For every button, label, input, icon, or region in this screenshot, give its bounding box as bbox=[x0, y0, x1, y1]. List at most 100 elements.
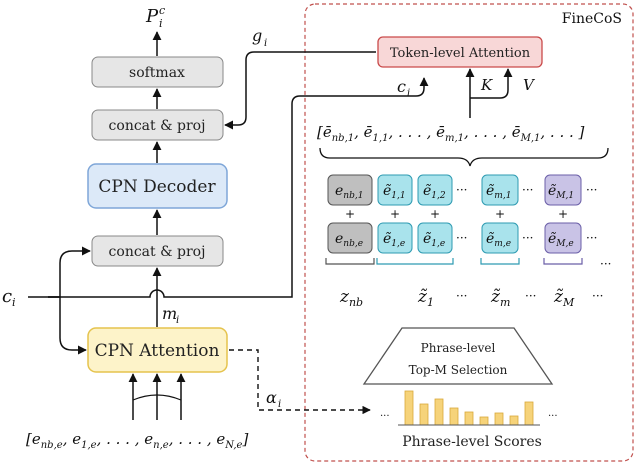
tok-1e-box bbox=[377, 222, 413, 254]
score-bar-2 bbox=[419, 403, 429, 426]
score-bar-1 bbox=[404, 390, 414, 426]
score-bar-7 bbox=[494, 412, 504, 426]
score-bars bbox=[404, 390, 534, 426]
alpha-dashed-line bbox=[229, 349, 371, 415]
attention-box bbox=[87, 327, 228, 373]
gi-line bbox=[224, 51, 376, 130]
token-attention-label: Token-level Attention bbox=[390, 46, 531, 61]
tok-me-label: ẽm,e bbox=[486, 231, 511, 249]
gi-label: g bbox=[252, 26, 262, 45]
plus-1: + bbox=[345, 207, 355, 221]
seq-brace bbox=[319, 147, 609, 167]
dots-bars-right: ... bbox=[548, 408, 558, 419]
z1-label: z̃1 bbox=[417, 287, 434, 309]
zm-label: z̃m bbox=[490, 287, 510, 309]
tok-Me-label: ẽM,e bbox=[548, 231, 574, 249]
finecos-frame bbox=[304, 3, 634, 462]
concat-bottom-box bbox=[91, 235, 224, 267]
tok-nbe-box bbox=[327, 222, 373, 254]
tok-12-box bbox=[417, 174, 453, 206]
tok-Me-box bbox=[544, 222, 582, 254]
V-label: V bbox=[523, 76, 536, 94]
z-nb-label: znb bbox=[339, 287, 363, 309]
concat-bottom-label: concat & proj bbox=[109, 244, 206, 260]
score-bar-4 bbox=[449, 407, 459, 426]
score-bar-6 bbox=[479, 416, 489, 426]
tok-11-label: ẽ1,1 bbox=[383, 183, 406, 201]
tok-m1-label: ẽm,1 bbox=[486, 183, 511, 201]
attention-label: CPN Attention bbox=[95, 341, 220, 361]
tok-11-box bbox=[377, 174, 413, 206]
arrow-V bbox=[470, 68, 513, 99]
zM-label: z̃M bbox=[553, 287, 575, 309]
dots-z-c: ··· bbox=[592, 289, 603, 303]
ci-left-label: c bbox=[2, 286, 12, 307]
bracket-m bbox=[480, 258, 520, 265]
dots-bars-left: ... bbox=[380, 408, 390, 419]
mi-sub: i bbox=[176, 315, 179, 326]
input-seq: [enb,e, e1,e, . . . , en,e, . . . , eN,e… bbox=[26, 430, 248, 451]
token-row-2: enb,e ẽ1,e ẽ1,e ··· ẽm,e ··· ẽM,e ··· bbox=[327, 222, 597, 254]
concat-top-label: concat & proj bbox=[109, 118, 206, 134]
topm-line2: Top-M Selection bbox=[409, 363, 508, 377]
ci-branch-attention bbox=[48, 296, 87, 355]
mi-label: m bbox=[162, 304, 177, 323]
dots-z-a: ··· bbox=[456, 289, 467, 303]
tok-m1-box bbox=[481, 174, 519, 206]
dots-r2b: ··· bbox=[522, 231, 533, 245]
tok-nb1-label: enb,1 bbox=[335, 183, 363, 201]
tok-1e-label: ẽ1,e bbox=[383, 231, 405, 249]
tok-nbe-label: enb,e bbox=[335, 231, 363, 249]
tok-nb1-box bbox=[327, 174, 373, 206]
plus-2: + bbox=[390, 207, 400, 221]
dots-r2a: ··· bbox=[456, 231, 467, 245]
score-bar-9 bbox=[524, 401, 534, 426]
plus-5: + bbox=[558, 207, 568, 221]
dots-r1b: ··· bbox=[522, 183, 533, 197]
ci-right-label: c bbox=[397, 77, 406, 96]
softmax-label: softmax bbox=[129, 65, 185, 81]
alpha-sub: i bbox=[278, 399, 281, 410]
dots-r1c: ··· bbox=[586, 183, 597, 197]
bracket-1 bbox=[376, 258, 454, 265]
output-sub: i bbox=[159, 17, 163, 30]
output-label: P bbox=[145, 6, 159, 27]
token-attention-box bbox=[377, 36, 543, 68]
input-merge-curve bbox=[132, 394, 182, 401]
alpha-label: α bbox=[266, 388, 277, 407]
phrase-scores-label: Phrase-level Scores bbox=[402, 434, 542, 450]
output-sup: c bbox=[159, 4, 165, 17]
score-bar-5 bbox=[464, 411, 474, 426]
topm-trapezoid bbox=[362, 327, 554, 385]
tok-me-box bbox=[481, 222, 519, 254]
softmax-box bbox=[91, 56, 224, 88]
tok-12-label: ẽ1,2 bbox=[423, 183, 446, 201]
bar-seq: [ēnb,1, ē1,1, . . . , ēm,1, . . . , ēM,1… bbox=[317, 123, 585, 144]
tok-M1-label: ẽM,1 bbox=[548, 183, 574, 201]
score-bar-3 bbox=[434, 398, 444, 426]
topm-line1: Phrase-level bbox=[421, 341, 496, 355]
tok-2e-label: ẽ1,e bbox=[423, 231, 445, 249]
dots-bracket: ··· bbox=[600, 257, 611, 271]
plus-3: + bbox=[430, 207, 440, 221]
gi-sub: i bbox=[264, 38, 267, 49]
dots-z-b: ··· bbox=[525, 289, 536, 303]
decoder-box bbox=[87, 163, 228, 209]
ci-branch-concat bbox=[48, 246, 91, 298]
plus-4: + bbox=[495, 207, 505, 221]
dots-r1a: ··· bbox=[456, 183, 467, 197]
bracket-nb bbox=[325, 258, 375, 265]
decoder-label: CPN Decoder bbox=[98, 177, 216, 197]
dots-r2c: ··· bbox=[586, 231, 597, 245]
token-row-1: enb,1 ẽ1,1 ẽ1,2 ··· ẽm,1 ··· ẽM,1 ··· bbox=[327, 174, 597, 206]
ci-left-sub: i bbox=[12, 296, 16, 309]
finecos-title: FineCoS bbox=[562, 11, 622, 27]
tok-M1-box bbox=[544, 174, 582, 206]
K-label: K bbox=[480, 76, 493, 94]
tok-2e-box bbox=[417, 222, 453, 254]
ci-line-main bbox=[28, 77, 429, 298]
ci-right-sub: i bbox=[407, 88, 410, 99]
bracket-M bbox=[543, 258, 583, 265]
